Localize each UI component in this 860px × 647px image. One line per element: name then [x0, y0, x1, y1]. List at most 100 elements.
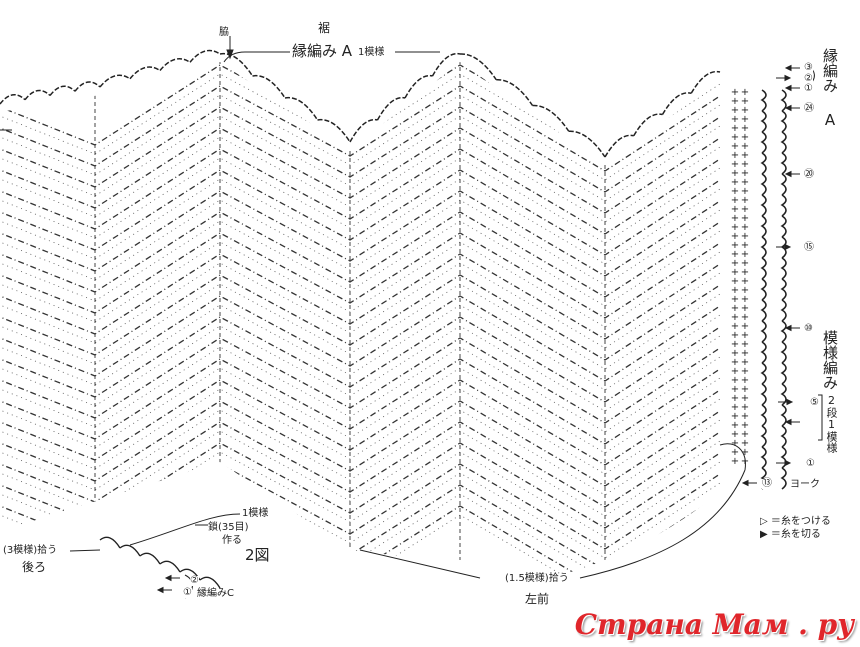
pick-up-3-label: (3模様)拾う [3, 545, 58, 556]
arrowhead [784, 64, 792, 72]
arrowhead [784, 324, 792, 332]
single-crochet-mark: + [731, 231, 739, 242]
stitch-row-posts [0, 367, 720, 454]
figure-label: 2図 [245, 546, 270, 564]
single-crochet-mark: + [731, 357, 739, 368]
single-crochet-mark: + [731, 321, 739, 332]
single-crochet-mark: + [731, 411, 739, 422]
watermark-logo: Страна Мам . ру [574, 608, 854, 641]
single-crochet-mark: + [741, 204, 749, 215]
scallop [99, 74, 131, 88]
edging-a-side-label: 縁編み A [821, 48, 839, 129]
stitch-row-posts [0, 325, 720, 412]
scallop [317, 118, 351, 143]
scallop [284, 96, 319, 121]
single-crochet-mark: + [731, 393, 739, 404]
chain-loop [760, 299, 767, 322]
single-crochet-mark: + [741, 96, 749, 107]
chain-loop [780, 362, 787, 385]
single-crochet-mark: + [731, 159, 739, 170]
chain-loop [760, 194, 767, 217]
side-seam-arrowhead [226, 49, 234, 60]
stitch-row [0, 64, 720, 151]
stitch-row-posts [0, 304, 720, 391]
single-crochet-mark: + [741, 267, 749, 278]
scallop [139, 552, 161, 565]
single-crochet-mark: + [731, 420, 739, 431]
arrowhead [164, 574, 172, 582]
scallop [532, 104, 570, 132]
arrowhead [784, 84, 792, 92]
chain-loop [780, 320, 787, 343]
row-marker-15: ⑮ [804, 242, 814, 253]
stitch-row [0, 463, 720, 550]
single-crochet-mark: + [731, 222, 739, 233]
arrowhead [784, 104, 792, 112]
scallop [24, 89, 51, 101]
stitch-row-posts [0, 493, 720, 575]
chain-loop [760, 362, 767, 385]
scallop [159, 560, 181, 573]
stitch-row-posts [0, 199, 720, 286]
stitch-row [0, 421, 720, 508]
single-crochet-mark: + [741, 321, 749, 332]
stitch-row [0, 442, 720, 529]
single-crochet-mark: + [731, 240, 739, 251]
single-crochet-mark: + [731, 114, 739, 125]
chain-loop [780, 152, 787, 175]
chain-loop [760, 89, 767, 112]
row-marker-edging-2: ② [804, 73, 813, 84]
edging-a-scallops [0, 49, 721, 589]
row-marker-1: ① [806, 458, 815, 469]
stitch-row [0, 127, 720, 214]
single-crochet-mark: + [741, 231, 749, 242]
stitch-row-posts [0, 241, 720, 328]
single-crochet-mark: + [741, 447, 749, 458]
chain-loop [780, 215, 787, 238]
stitch-row [0, 379, 720, 466]
single-crochet-mark: + [731, 276, 739, 287]
single-crochet-mark: + [731, 402, 739, 413]
stitch-row [0, 316, 720, 403]
single-crochet-mark: + [741, 258, 749, 269]
arrowhead [741, 479, 749, 487]
single-crochet-mark: + [741, 285, 749, 296]
yoke-label: ヨーク [790, 479, 820, 490]
single-crochet-mark: + [741, 420, 749, 431]
single-crochet-mark: + [741, 393, 749, 404]
single-crochet-mark: + [731, 87, 739, 98]
single-crochet-mark: + [731, 195, 739, 206]
stitch-row-posts [0, 220, 720, 307]
single-crochet-mark: + [731, 366, 739, 377]
one-repeat-bottom-label: 1模様 [242, 508, 269, 519]
single-crochet-mark: + [731, 204, 739, 215]
stitch-row-posts [0, 430, 720, 517]
pick-up-1-5-label: (1.5模様)拾う [505, 573, 569, 584]
single-crochet-mark: + [731, 258, 739, 269]
row-marker-5: ⑤ [810, 397, 819, 408]
scallop [199, 576, 221, 589]
stitch-row [0, 358, 720, 445]
single-crochet-mark: + [731, 186, 739, 197]
chain-loop [780, 341, 787, 364]
chain-loop [780, 194, 787, 217]
scallop [159, 58, 191, 71]
chain-loop [780, 257, 787, 280]
single-crochet-mark: + [741, 438, 749, 449]
side-seam-label: 脇 [219, 27, 229, 38]
chain-loop [760, 110, 767, 133]
chain-loop [760, 320, 767, 343]
single-crochet-mark: + [741, 213, 749, 224]
chain-loop [780, 299, 787, 322]
chain-loop [760, 152, 767, 175]
row-marker-24: ㉔ [804, 103, 814, 114]
row-marker-13: ⑬ [762, 478, 772, 489]
single-crochet-mark: + [731, 141, 739, 152]
arrowhead [784, 74, 792, 82]
arrowhead [784, 459, 792, 467]
two-rows-one-repeat-label: 2段1模様 [825, 394, 838, 453]
single-crochet-mark: + [741, 312, 749, 323]
scallop [661, 92, 692, 115]
scallop [119, 544, 141, 557]
